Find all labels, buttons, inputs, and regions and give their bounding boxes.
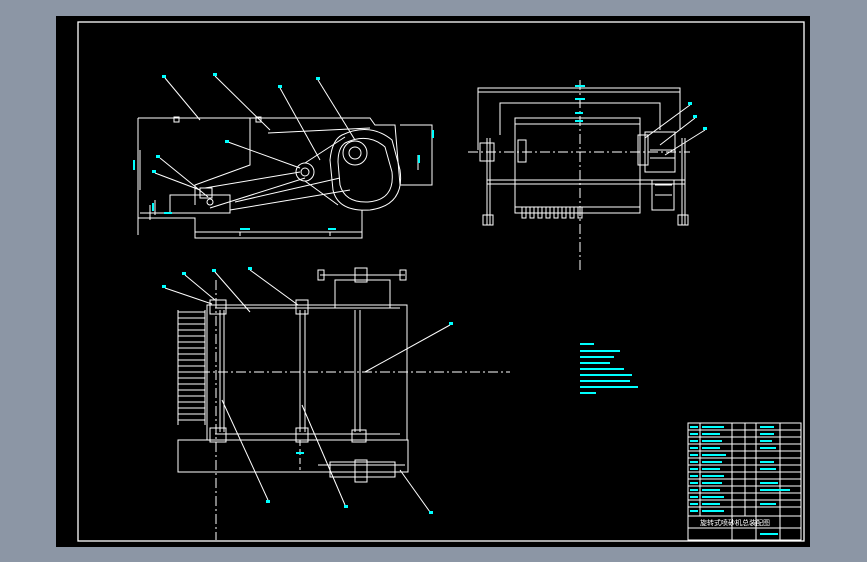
part-number-marker [449,322,453,325]
dimension-text [296,452,304,454]
drawing-title: 旋转式喷砂机总装配图 [700,518,770,527]
dimension-text [240,228,250,230]
drawing-sheet [56,16,810,547]
part-number-marker [182,272,186,275]
part-number-marker [703,127,707,130]
part-number-marker [266,500,270,503]
part-number-marker [162,285,166,288]
part-number-marker [156,155,160,158]
dimension-text [575,120,583,122]
parts-list-text [690,426,790,535]
dimension-text [133,160,135,170]
part-number-marker [213,73,217,76]
side-view [468,80,706,270]
part-number-marker [278,85,282,88]
part-number-marker [162,75,166,78]
part-number-marker [344,505,348,508]
part-number-marker [225,140,229,143]
dimension-text [575,112,583,114]
part-number-marker [248,267,252,270]
dimension-text [418,155,420,163]
part-number-marker [688,102,692,105]
part-number-marker [429,511,433,514]
dimension-text [164,212,172,214]
part-number-marker [212,269,216,272]
dimension-text [328,228,336,230]
drawing-border [77,21,805,542]
top-view [164,267,510,540]
dimension-text [575,98,585,100]
dimension-text [432,130,434,138]
part-number-marker [152,170,156,173]
dimension-text [152,203,154,211]
technical-notes [580,343,638,394]
dimension-text [575,85,585,87]
part-number-marker [316,77,320,80]
title-block [687,422,802,541]
part-number-marker [693,115,697,118]
